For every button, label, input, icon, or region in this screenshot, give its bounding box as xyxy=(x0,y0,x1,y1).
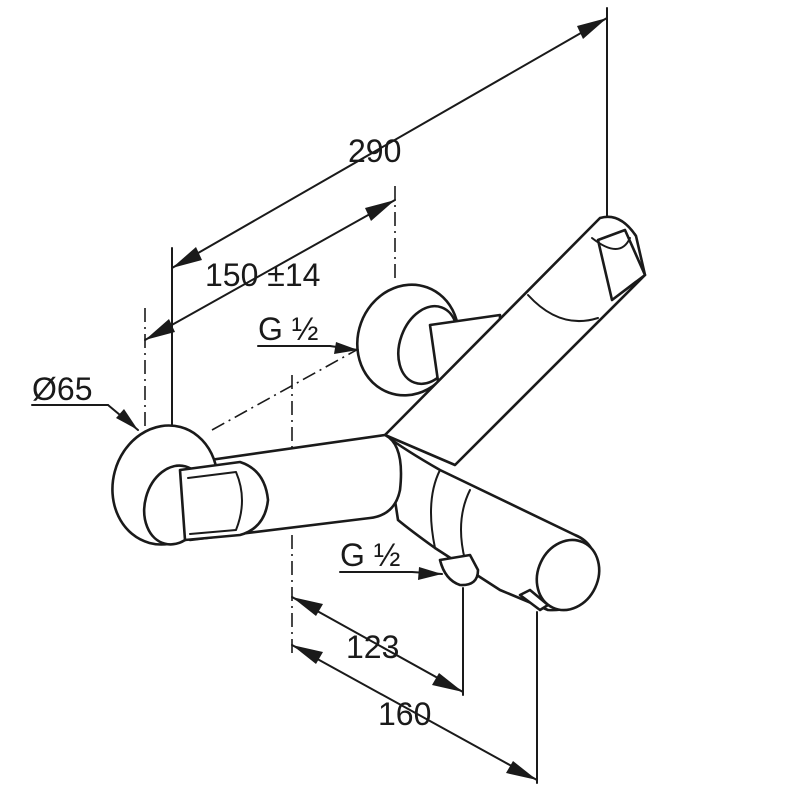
dimension-160: 160 xyxy=(291,644,538,781)
extension-lines xyxy=(144,7,608,784)
spout-seam-2 xyxy=(460,489,471,561)
arrow-150-left xyxy=(145,319,175,340)
flow-handle-grip xyxy=(187,471,243,535)
arrow-outlet-thread xyxy=(418,567,442,580)
thermostat-body xyxy=(383,215,647,467)
spout-nozzle xyxy=(518,588,550,612)
flow-handle xyxy=(178,460,270,542)
arrow-123-left xyxy=(292,597,323,616)
label-65: Ø65 xyxy=(32,371,92,407)
dimension-line-160 xyxy=(291,644,538,781)
dimension-line-290 xyxy=(171,17,608,269)
arrow-290-left xyxy=(172,247,202,268)
arrow-123-right xyxy=(432,673,463,692)
label-290: 290 xyxy=(348,133,401,169)
body-segment-line-1 xyxy=(527,294,599,322)
outlet-connector xyxy=(438,553,480,587)
arrow-inlet-thread xyxy=(334,342,358,354)
spout-end-cap xyxy=(535,538,601,612)
dimension-outlet-thread: G ½ xyxy=(339,537,443,580)
label-123: 123 xyxy=(346,629,399,665)
centerline-inlet-axis xyxy=(211,347,361,431)
body-cylinder xyxy=(383,215,647,467)
arrow-160-right xyxy=(506,761,537,780)
arrow-160-left xyxy=(292,645,323,664)
spout-body xyxy=(383,433,601,612)
arrow-290-right xyxy=(577,18,607,39)
label-160: 160 xyxy=(378,696,431,732)
spout-seam xyxy=(430,469,441,549)
arrow-65 xyxy=(116,409,138,430)
dimension-line-123 xyxy=(291,596,464,693)
dimension-line-150 xyxy=(144,199,396,341)
dimension-diameter: Ø65 xyxy=(31,371,139,431)
body-segment-line-2 xyxy=(591,237,631,250)
arrow-150-right xyxy=(365,200,395,221)
dimension-center: 150 ±14 xyxy=(144,199,396,341)
label-150: 150 ±14 xyxy=(205,257,320,293)
label-inlet-thread: G ½ xyxy=(258,311,318,347)
dimension-123: 123 xyxy=(291,596,464,693)
rosette-left xyxy=(111,424,270,546)
label-outlet-thread: G ½ xyxy=(340,537,400,573)
dimension-inlet-thread: G ½ xyxy=(257,311,359,354)
dimension-overall: 290 xyxy=(171,17,608,269)
